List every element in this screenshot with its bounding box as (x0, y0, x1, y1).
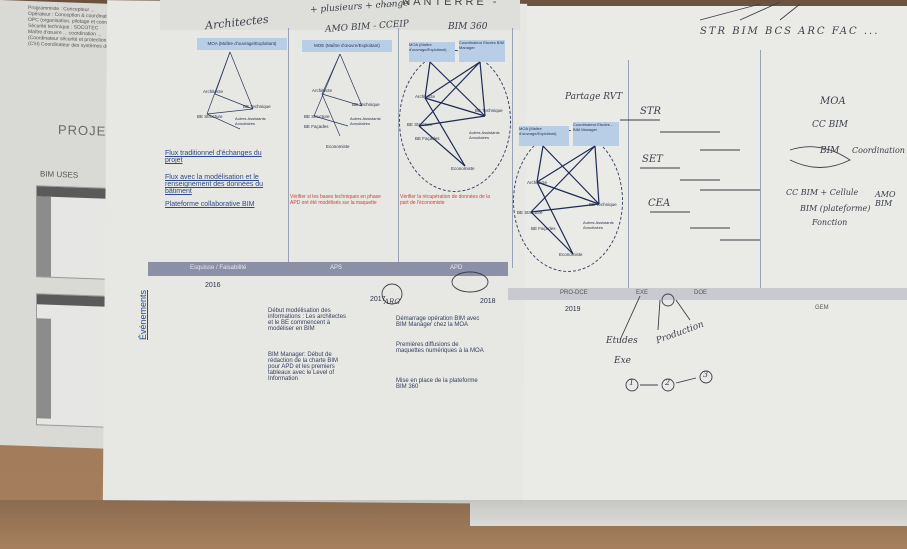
handwritten-note: ARG (384, 298, 400, 306)
event-text: Mise en place de la plateforme BIM 360 (396, 378, 478, 390)
handwritten-note: CEA (648, 198, 671, 209)
desk-shadow (0, 500, 907, 549)
handwritten-partage: Partage RVT (565, 92, 623, 102)
red-note: Vérifier la récupération de données de l… (400, 194, 491, 206)
handwritten-note: SET (642, 154, 663, 165)
event-text: Premières diffusions de maquettes numéri… (396, 342, 484, 354)
column-divider (628, 60, 629, 300)
column-header-2: Coordinateur Etudes BIM Manager (459, 40, 505, 62)
column-header: MOA (Maître d'ouvrage/Exploitant) (519, 126, 569, 146)
sequence-number: 3 (703, 370, 709, 379)
phase-label: APD (450, 265, 463, 271)
sequence-number: 2 (665, 378, 671, 387)
right-paper (470, 6, 907, 526)
phase-label: GEM (815, 305, 829, 311)
node-label: BE Façades (531, 226, 556, 231)
poster-title: ... NANTERRE - (378, 0, 500, 8)
column-divider (288, 28, 289, 268)
handwritten-note: Etudes (606, 336, 638, 346)
node-label: Economiste (451, 166, 475, 171)
node-label: Architecte (415, 94, 436, 99)
column-divider (398, 28, 399, 268)
handwritten-note: BIM (plateforme) (800, 204, 871, 213)
phase-label: EXE (636, 290, 649, 296)
column-header-2: Coordinateur Etudes - BIM Manager (573, 122, 619, 146)
network-lines (206, 51, 254, 130)
node-label: BE Technique (589, 202, 617, 207)
node-label: BE Structure (517, 210, 543, 215)
phase-label: PRO-DCE (560, 290, 588, 296)
year-label: 2019 (565, 306, 581, 313)
handwritten-note: CC BIM + Cellule (786, 188, 859, 197)
node-label: BE Façades (304, 124, 329, 129)
handwritten-note: Coordination (852, 146, 905, 155)
legend-item: Flux traditionnel d'échanges du projet (165, 150, 262, 164)
handwritten-note: Exe (614, 356, 631, 366)
node-label: BE Structure (197, 114, 223, 119)
handwritten-right-top: STR BIM BCS ARC FAC ... (700, 26, 880, 37)
phase-label: APS (330, 265, 343, 271)
node-label: BE Technique (352, 102, 380, 107)
node-label: Autres Assistants Annuitaires (235, 116, 266, 126)
diagram-column-3: MOA (Maître d'ouvrage/Exploitant) Coordi… (399, 36, 511, 192)
column-header: MOE (Maître d'œuvre/Exploitant) (302, 40, 392, 52)
handwritten-note: STR (640, 106, 662, 117)
timeline-bar (148, 262, 508, 276)
handwritten-note: CC BIM (812, 120, 849, 130)
node-label: Economiste (559, 252, 583, 257)
phase-label: Esquisse / Faisabilité (190, 265, 247, 271)
legend: Flux traditionnel d'échanges du projet F… (165, 150, 275, 208)
column-header: MOA (Maître d'ouvrage/Exploitant) (197, 38, 287, 50)
node-label: Economiste (326, 144, 350, 149)
node-label: Architecte (527, 180, 548, 185)
column-divider (512, 28, 513, 268)
node-label: BE Façades (415, 136, 440, 141)
node-label: Autres Assistants Annuitaires (583, 220, 614, 230)
event-text: BIM Manager: Début de rédaction de la ch… (268, 352, 339, 382)
poster-top-fold (160, 0, 520, 30)
handwritten-bim: BIM 360 (448, 22, 488, 32)
node-label: Architecte (203, 89, 224, 94)
node-label: Autres Assistants Annuitaires (350, 116, 381, 126)
year-label: 2016 (205, 282, 221, 289)
node-label: Architecte (312, 88, 333, 93)
legend-item: Flux avec la modélisation et le renseign… (165, 174, 264, 195)
event-text: Démarrage opération BIM avec BIM Manager… (396, 316, 480, 328)
network-lines (313, 53, 363, 137)
event-text: Début modélisation des informations : Le… (268, 308, 347, 332)
year-label: 2017 (370, 296, 386, 303)
network-lines (530, 145, 600, 255)
node-label: BE Structure (407, 122, 433, 127)
year-label: 2018 (480, 298, 496, 305)
legend-item: Plateforme collaborative BIM (165, 201, 255, 208)
network-lines (418, 61, 486, 167)
handwritten-note: MOA (820, 96, 846, 107)
diagram-column-4: MOA (Maître d'ouvrage/Exploitant) Coordi… (513, 116, 625, 276)
dashed-ellipse (399, 50, 511, 192)
phase-label: DOE (694, 290, 708, 296)
diagram-column-2: MOE (Maître d'œuvre/Exploitant) Architec… (300, 36, 395, 166)
diagram-column-1: MOA (Maître d'ouvrage/Exploitant) Archit… (195, 34, 287, 164)
handwritten-note: AMO BIM (875, 190, 896, 208)
handwritten-note: Fonction (812, 218, 848, 227)
node-label: BE Technique (475, 108, 503, 113)
sequence-number: 1 (629, 378, 635, 387)
node-label: Autres Assistants Annuitaires (469, 130, 500, 140)
handwritten-note: BIM (820, 146, 840, 156)
node-label: BE Structure (304, 114, 330, 119)
timeline-bar-right (508, 288, 907, 300)
column-header: MOA (Maître d'ouvrage/Exploitant) (409, 42, 455, 62)
column-divider (760, 50, 761, 290)
node-label: BE Technique (243, 104, 271, 109)
red-note: Vérifier si les bases techniques en phas… (290, 194, 381, 206)
